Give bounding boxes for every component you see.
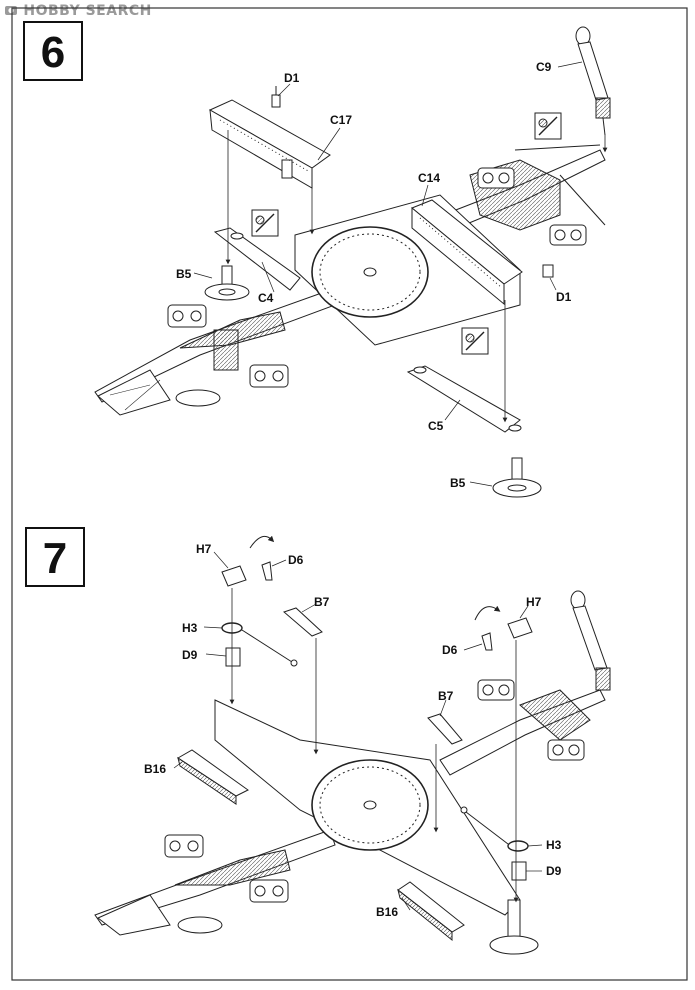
- step-6-guide-lines: [225, 130, 608, 423]
- part-c5-arm: [406, 365, 522, 433]
- left-foot-pad: [175, 389, 221, 407]
- part-b16-left: [177, 749, 249, 805]
- label-c17: C17: [330, 113, 352, 127]
- step-7-number-box: [25, 527, 85, 587]
- label-d1: D1: [284, 71, 300, 85]
- step-6-number: 6: [41, 28, 65, 77]
- step-7-number: 7: [43, 534, 67, 583]
- label-h7: H7: [526, 595, 542, 609]
- part-h7-right: [474, 605, 533, 639]
- right-trail-arm: [429, 144, 606, 246]
- center-turntable: [214, 699, 521, 916]
- left-wheel-bogie: [167, 304, 289, 388]
- label-b5: B5: [176, 267, 192, 281]
- watermark-text: HOBBY SEARCH: [23, 3, 152, 19]
- label-b7: B7: [314, 595, 330, 609]
- part-d6-left: [261, 561, 273, 581]
- label-h7: H7: [196, 542, 212, 556]
- part-h7-left: [221, 535, 275, 587]
- label-b16: B16: [144, 762, 166, 776]
- right-trail-arm: [439, 590, 611, 776]
- part-b5-bottom: [492, 457, 542, 498]
- part-c9-arm: [575, 26, 611, 136]
- step-6-leaders: [193, 61, 583, 487]
- label-c14: C14: [418, 171, 440, 185]
- part-c14-beam: [411, 199, 523, 306]
- part-d1-top: [271, 86, 281, 108]
- part-b16-right: [397, 881, 465, 942]
- label-d1: D1: [556, 290, 572, 304]
- label-d6: D6: [288, 553, 304, 567]
- part-d1-right: [542, 264, 554, 278]
- step-6-number-box: [23, 21, 83, 81]
- left-foot-pad: [177, 916, 223, 934]
- left-trail-arm: [94, 829, 336, 936]
- label-c4: C4: [258, 291, 274, 305]
- page-border: [11, 7, 688, 981]
- step-7-leaders: [173, 551, 543, 911]
- no-glue-icon: [461, 327, 489, 355]
- label-d6: D6: [442, 643, 458, 657]
- no-glue-icon: [534, 112, 562, 140]
- part-d9-left: [225, 647, 241, 667]
- label-b7: B7: [438, 689, 454, 703]
- step-7: 7: [25, 527, 611, 955]
- label-d9: D9: [546, 864, 562, 878]
- part-c17-beam: [208, 99, 331, 189]
- part-b7-right: [427, 713, 463, 745]
- label-b5: B5: [450, 476, 466, 490]
- label-h3: H3: [182, 621, 198, 635]
- part-d9-right: [511, 861, 527, 881]
- step-7-guide-lines-right: [433, 640, 519, 903]
- no-glue-icon: [251, 209, 279, 237]
- part-d6-right: [481, 632, 493, 651]
- label-d9: D9: [182, 648, 198, 662]
- part-b5-left: [204, 265, 250, 301]
- label-h3: H3: [546, 838, 562, 852]
- label-c9: C9: [536, 60, 552, 74]
- part-h3-right: [460, 806, 529, 852]
- part-b7-left: [283, 607, 323, 637]
- label-c5: C5: [428, 419, 444, 433]
- label-b16: B16: [376, 905, 398, 919]
- step-7-guide-lines-left: [229, 588, 319, 755]
- part-c4-arm: [213, 227, 301, 291]
- step-6: 6: [23, 21, 611, 498]
